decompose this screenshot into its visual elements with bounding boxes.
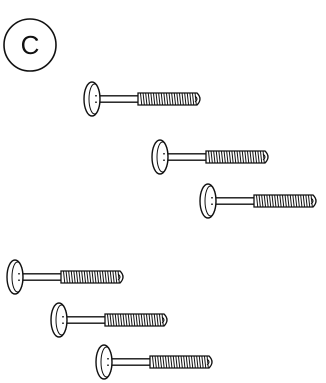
screw-group-lower [6, 259, 213, 380]
screw [151, 139, 269, 175]
callout-c: C [3, 18, 57, 72]
screw-shaft [165, 153, 206, 161]
screw-head [6, 259, 24, 295]
screw-group-upper [83, 81, 317, 219]
screw-head [83, 81, 101, 117]
screw-thread [205, 150, 269, 164]
screw-shaft [97, 95, 138, 103]
screw [83, 81, 201, 117]
screw-head [199, 183, 217, 219]
screw-shaft [64, 316, 105, 324]
screw-head [151, 139, 169, 175]
callout-circle [3, 18, 57, 72]
screw-thread [60, 270, 124, 284]
callout-label: C [21, 30, 40, 60]
screw [50, 302, 168, 338]
screw-thread [104, 313, 168, 327]
screw [199, 183, 317, 219]
screw-shaft [213, 197, 254, 205]
screw-head [50, 302, 68, 338]
screw-thread [137, 92, 201, 106]
screw-thread [253, 194, 317, 208]
screw [95, 344, 213, 380]
screw [6, 259, 124, 295]
screw-thread [149, 355, 213, 369]
screw-head [95, 344, 113, 380]
screw-shaft [20, 273, 61, 281]
screw-shaft [109, 358, 150, 366]
